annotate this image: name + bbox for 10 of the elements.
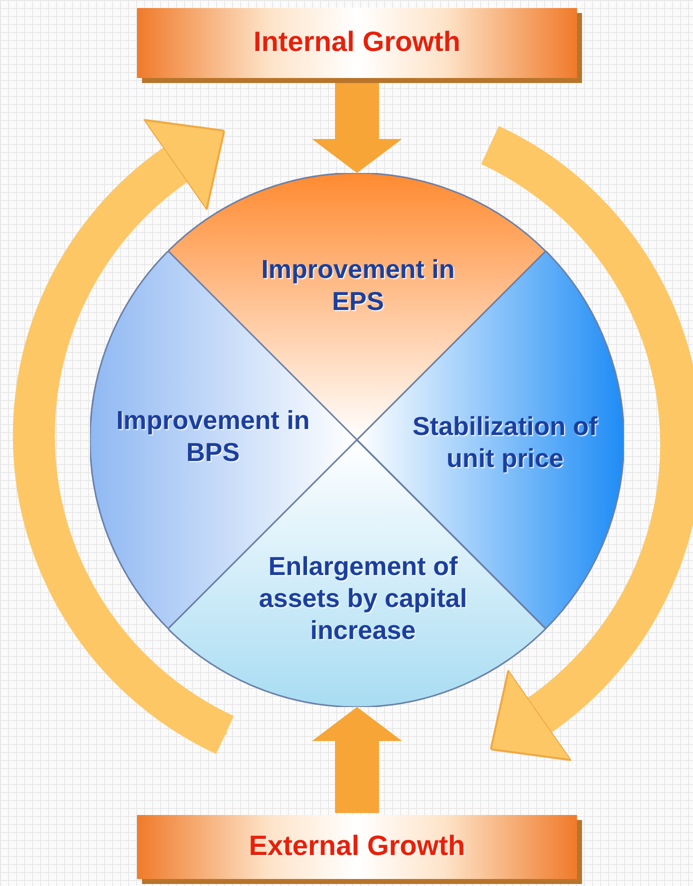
quadrant-label: Improvement in BPS [115, 404, 311, 468]
arrow [312, 707, 402, 813]
quadrant-label: Stabilization of unit price [412, 410, 598, 474]
quadrant-label: Improvement in EPS [260, 253, 456, 317]
banner-title: Internal Growth [252, 26, 462, 58]
banner-title: External Growth [248, 830, 466, 862]
growth-banner [137, 8, 577, 78]
growth-banner [137, 815, 577, 879]
arrow [312, 80, 402, 173]
quadrant-label: Enlargement of assets by capital increase [258, 550, 468, 646]
